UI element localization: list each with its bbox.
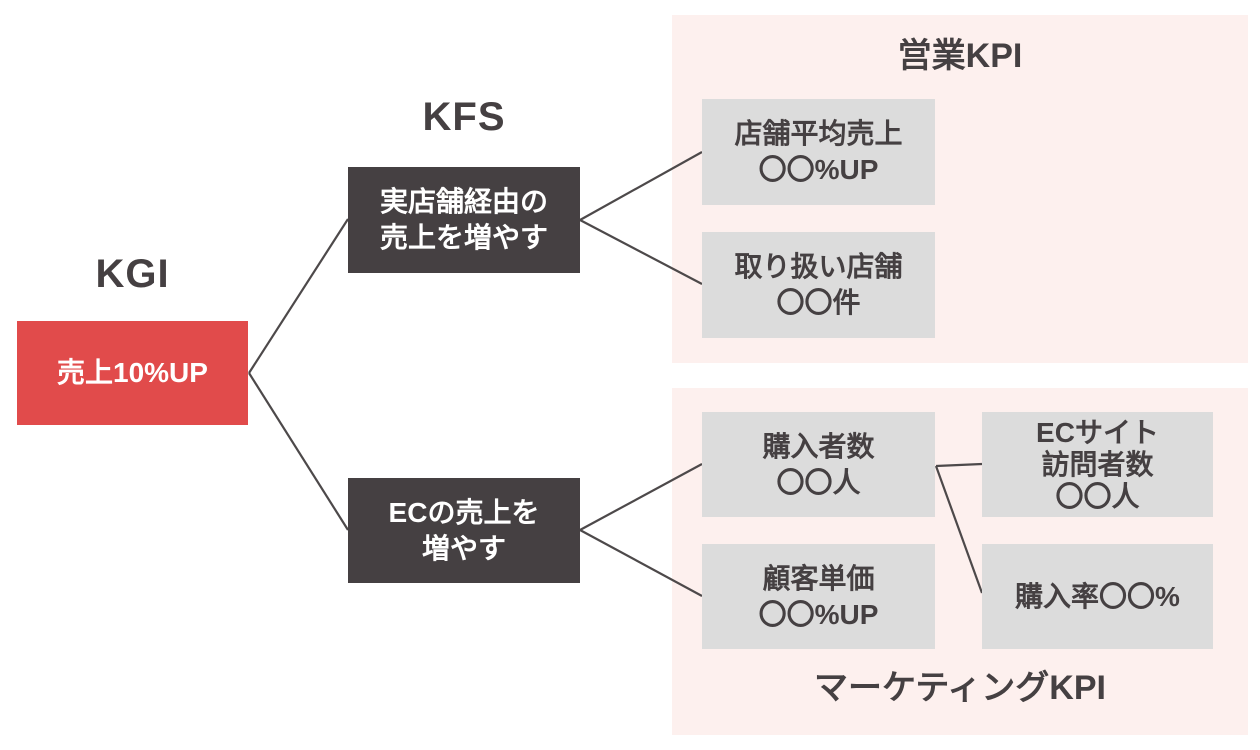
kpi-box-store-average-sales: 店舗平均売上 〇〇%UP	[702, 99, 935, 205]
kfs-box-store-sales: 実店舗経由の 売上を増やす	[348, 167, 580, 273]
kgi-column-label: KGI	[95, 252, 170, 296]
kfs-column-label: KFS	[422, 95, 506, 139]
connector-kgi-to-kfs2	[248, 372, 349, 531]
marketing-kpi-title: マーケティングKPI	[814, 669, 1106, 707]
kpi-box-ec-site-visitors: ECサイト 訪問者数 〇〇人	[982, 412, 1213, 517]
sales-kpi-title: 営業KPI	[897, 37, 1023, 75]
kpi-box-buyer-count: 購入者数 〇〇人	[702, 412, 935, 517]
kpi-box-customer-unit-price: 顧客単価 〇〇%UP	[702, 544, 935, 649]
kgi-goal-box: 売上10%UP	[17, 321, 248, 425]
kfs-box-ec-sales: ECの売上を 増やす	[348, 478, 580, 583]
kpi-box-store-count: 取り扱い店舗 〇〇件	[702, 232, 935, 338]
connector-kgi-to-kfs1	[248, 218, 349, 374]
kpi-box-purchase-rate: 購入率〇〇%	[982, 544, 1213, 649]
